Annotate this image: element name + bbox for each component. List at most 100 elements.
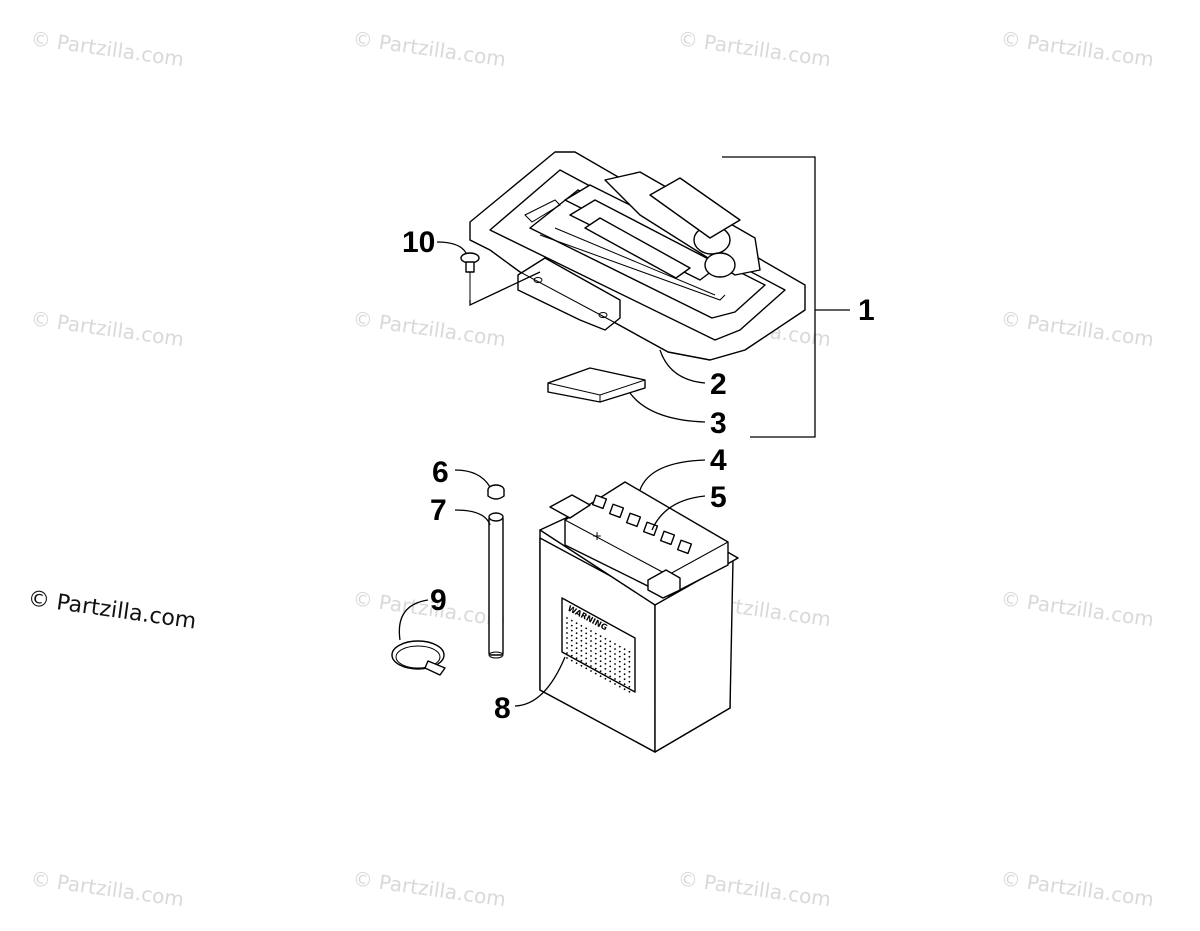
watermark-text: © Partzilla.com xyxy=(676,26,832,71)
label-fine-print-dot xyxy=(609,670,612,673)
label-fine-print-dot xyxy=(566,652,568,654)
label-fine-print-dot xyxy=(575,662,578,665)
clamp-part-9 xyxy=(391,640,446,676)
label-fine-print-dot xyxy=(575,622,578,625)
label-fine-print-dot xyxy=(585,627,588,630)
label-fine-print-dot xyxy=(604,642,607,645)
vent-tube-part-7 xyxy=(488,512,504,659)
label-fine-print-dot xyxy=(590,630,592,632)
label-fine-print-dot xyxy=(590,645,592,647)
label-fine-print-dot xyxy=(580,654,583,657)
label-fine-print-dot xyxy=(604,657,607,660)
label-fine-print-dot xyxy=(566,617,568,619)
label-fine-print-dot xyxy=(580,644,583,647)
label-fine-print-dot xyxy=(623,668,626,671)
label-fine-print-dot xyxy=(570,639,573,642)
label-fine-print-dot xyxy=(628,655,631,658)
label-fine-print-dot xyxy=(628,660,631,663)
label-fine-print-dot xyxy=(594,642,597,645)
label-fine-print-dot xyxy=(623,683,626,686)
callout-7: 7 xyxy=(430,494,447,527)
label-fine-print-dot xyxy=(575,642,578,645)
label-fine-print-dot xyxy=(609,650,612,653)
label-fine-print-dot xyxy=(585,662,588,665)
callout-1: 1 xyxy=(858,294,875,327)
label-fine-print-dot xyxy=(570,634,573,637)
callout-9: 9 xyxy=(430,584,447,617)
watermark-text: © Partzilla.com xyxy=(29,26,185,71)
label-fine-print-dot xyxy=(609,665,612,668)
label-fine-print-dot xyxy=(580,634,583,637)
label-fine-print-dot xyxy=(575,657,578,660)
vent-cap-part-6 xyxy=(487,484,505,500)
label-fine-print-dot xyxy=(599,670,602,673)
label-fine-print-dot xyxy=(609,680,612,683)
label-fine-print-dot xyxy=(614,653,616,655)
label-fine-print-dot xyxy=(628,685,631,688)
label-fine-print-dot xyxy=(566,622,568,624)
label-fine-print-dot xyxy=(604,652,607,655)
label-fine-print-dot xyxy=(618,675,621,678)
label-fine-print-dot xyxy=(599,635,602,638)
label-fine-print-dot xyxy=(604,662,607,665)
label-fine-print-dot xyxy=(570,654,573,657)
label-fine-print-dot xyxy=(594,667,597,670)
label-fine-print-dot xyxy=(585,667,588,670)
label-fine-print-dot xyxy=(628,665,631,668)
label-fine-print-dot xyxy=(585,637,588,640)
label-fine-print-dot xyxy=(614,678,616,680)
label-fine-print-dot xyxy=(570,659,573,662)
leader-lines xyxy=(398,156,850,707)
watermark-text: © Partzilla.com xyxy=(351,26,507,71)
label-fine-print-dot xyxy=(594,647,597,650)
label-fine-print-dot xyxy=(614,643,616,645)
label-fine-print-dot xyxy=(575,652,578,655)
watermark-text: © Partzilla.com xyxy=(999,26,1155,71)
label-fine-print-dot xyxy=(566,632,568,634)
label-fine-print-dot xyxy=(614,673,616,675)
battery: + WARNING xyxy=(539,481,739,753)
label-fine-print-dot xyxy=(590,655,592,657)
label-fine-print-dot xyxy=(614,683,616,685)
label-fine-print-dot xyxy=(570,619,573,622)
watermark-text: © Partzilla.com xyxy=(29,306,185,351)
label-fine-print-dot xyxy=(609,655,612,658)
callout-5: 5 xyxy=(710,481,727,514)
label-fine-print-dot xyxy=(604,672,607,675)
label-fine-print-dot xyxy=(604,667,607,670)
label-fine-print-dot xyxy=(618,650,621,653)
label-fine-print-dot xyxy=(623,678,626,681)
label-fine-print-dot xyxy=(623,658,626,661)
label-fine-print-dot xyxy=(566,637,568,639)
callout-2: 2 xyxy=(710,368,727,401)
label-fine-print-dot xyxy=(590,670,592,672)
label-fine-print-dot xyxy=(618,685,621,688)
label-fine-print-dot xyxy=(618,660,621,663)
label-fine-print-dot xyxy=(599,675,602,678)
label-fine-print-dot xyxy=(590,650,592,652)
watermark-text: © Partzilla.com xyxy=(676,866,832,911)
label-fine-print-dot xyxy=(599,640,602,643)
label-fine-print-dot xyxy=(594,632,597,635)
label-fine-print-dot xyxy=(585,657,588,660)
label-fine-print-dot xyxy=(623,673,626,676)
label-fine-print-dot xyxy=(575,632,578,635)
cell-caps-part-5 xyxy=(591,494,693,555)
label-fine-print-dot xyxy=(594,652,597,655)
label-fine-print-dot xyxy=(618,680,621,683)
label-fine-print-dot xyxy=(628,680,631,683)
label-fine-print-dot xyxy=(590,665,592,667)
label-fine-print-dot xyxy=(580,649,583,652)
label-fine-print-dot xyxy=(623,648,626,651)
callout-3: 3 xyxy=(710,407,727,440)
label-fine-print-dot xyxy=(590,660,592,662)
tool-tray-assembly xyxy=(469,151,806,361)
label-fine-print-dot xyxy=(575,647,578,650)
label-fine-print-dot xyxy=(566,642,568,644)
label-fine-print-dot xyxy=(570,649,573,652)
label-fine-print-dot xyxy=(580,624,583,627)
label-fine-print-dot xyxy=(580,659,583,662)
label-fine-print-dot xyxy=(628,675,631,678)
label-fine-print-dot xyxy=(566,627,568,629)
